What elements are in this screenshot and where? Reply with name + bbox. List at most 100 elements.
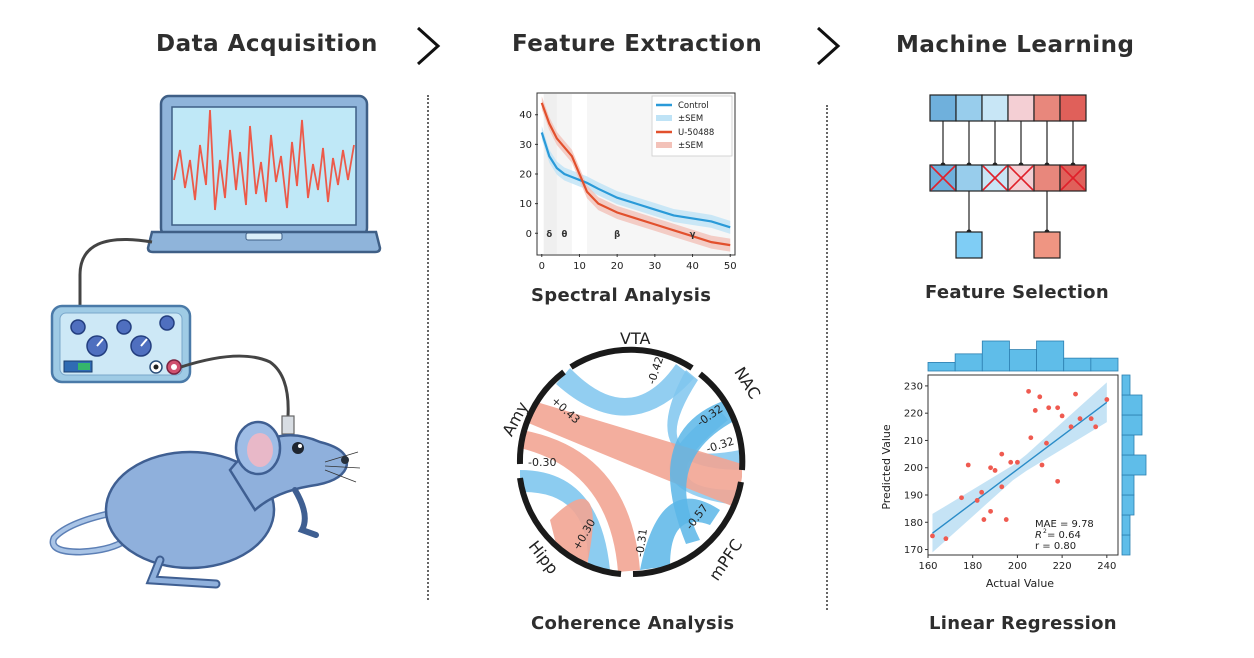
hist-bar bbox=[1063, 357, 1092, 372]
chord-ribbon bbox=[667, 370, 742, 470]
scatter-point bbox=[1046, 405, 1052, 411]
hist-bar bbox=[1121, 534, 1131, 556]
band-label: θ bbox=[561, 230, 567, 240]
hist-bar bbox=[981, 340, 1010, 372]
link-label: -0.30 bbox=[528, 456, 556, 469]
selected-feature bbox=[1033, 231, 1061, 259]
hist-bar bbox=[1009, 349, 1037, 372]
amplifier-icon bbox=[50, 304, 192, 384]
feature-cell bbox=[1033, 164, 1061, 192]
x-tick-label: 10 bbox=[573, 261, 586, 272]
feature-cell bbox=[955, 164, 983, 192]
y-tick-label: 10 bbox=[519, 199, 532, 210]
scatter-point bbox=[979, 489, 985, 495]
scatter-point bbox=[1077, 416, 1083, 422]
scatter-point bbox=[1093, 424, 1099, 430]
scatter-point bbox=[1028, 435, 1034, 441]
y-tick-label: 210 bbox=[904, 436, 923, 447]
scatter-point bbox=[930, 533, 935, 539]
scatter-point bbox=[981, 517, 987, 522]
y-tick-label: 230 bbox=[904, 381, 923, 392]
legend-control-sem: ±SEM bbox=[678, 114, 703, 124]
x-tick-label: 30 bbox=[648, 261, 661, 272]
y-tick-label: 170 bbox=[904, 545, 923, 556]
legend-band-control bbox=[656, 115, 672, 121]
x-axis-label: Actual Value bbox=[986, 577, 1054, 590]
feature-selection-title: Feature Selection bbox=[925, 282, 1109, 303]
feature-cell bbox=[981, 94, 1009, 122]
scatter-point bbox=[988, 508, 993, 514]
x-tick-label: 200 bbox=[1008, 561, 1027, 572]
stat-r2: = 0.64 bbox=[1047, 530, 1081, 541]
stat-r2-prefix: R bbox=[1035, 530, 1042, 541]
x-tick-label: 20 bbox=[611, 261, 624, 272]
node-label-nac: NAC bbox=[730, 364, 764, 403]
hist-bar bbox=[1121, 474, 1135, 496]
x-tick-label: 50 bbox=[724, 261, 737, 272]
hist-bar bbox=[1090, 357, 1119, 372]
node-label-vta: VTA bbox=[620, 329, 650, 348]
y-tick-label: 40 bbox=[519, 110, 532, 121]
node-arc-hipp bbox=[517, 477, 622, 577]
y-tick-label: 180 bbox=[904, 518, 923, 529]
chord-ribbon bbox=[556, 364, 694, 416]
node-arc-amy bbox=[516, 369, 566, 465]
x-tick-label: 0 bbox=[539, 261, 545, 272]
hist-bar bbox=[927, 362, 956, 372]
scatter-point bbox=[1015, 459, 1020, 465]
chord-ribbon bbox=[640, 498, 720, 570]
x-tick-label: 220 bbox=[1053, 561, 1072, 572]
hist-bar bbox=[1121, 414, 1143, 436]
spectral-title: Spectral Analysis bbox=[531, 285, 712, 306]
feature-cell bbox=[1033, 94, 1061, 122]
scatter-point bbox=[959, 495, 964, 501]
stat-mae: MAE = 9.78 bbox=[1035, 519, 1094, 530]
y-tick-label: 220 bbox=[904, 409, 923, 420]
scatter-point bbox=[1032, 408, 1038, 413]
node-arc-nac bbox=[698, 371, 746, 471]
scatter-point bbox=[992, 468, 998, 473]
selected-feature bbox=[955, 231, 983, 259]
x-tick-label: 160 bbox=[918, 561, 937, 572]
coherence-title: Coherence Analysis bbox=[531, 613, 735, 634]
node-arc-vta bbox=[569, 346, 694, 371]
regression-title: Linear Regression bbox=[929, 613, 1117, 634]
y-tick-label: 30 bbox=[519, 140, 532, 151]
band-label: β bbox=[614, 230, 620, 240]
scatter-point bbox=[1068, 424, 1074, 430]
scatter-point bbox=[999, 451, 1005, 457]
stat-r: r = 0.80 bbox=[1035, 541, 1076, 552]
scatter-point bbox=[1044, 440, 1049, 446]
y-tick-label: 0 bbox=[526, 229, 532, 240]
y-tick-label: 190 bbox=[904, 491, 923, 502]
legend-control: Control bbox=[678, 101, 709, 111]
node-arc-mpfc bbox=[632, 481, 744, 577]
feature-cell bbox=[1059, 94, 1087, 122]
stage-title-extraction: Feature Extraction bbox=[512, 31, 763, 57]
mouse-icon bbox=[49, 420, 361, 589]
scatter-point bbox=[1059, 413, 1065, 419]
chord-ribbon bbox=[526, 400, 742, 510]
fit-line bbox=[932, 401, 1108, 534]
divider bbox=[826, 105, 828, 610]
link-label: -0.31 bbox=[633, 528, 650, 558]
scatter-point bbox=[1037, 394, 1043, 400]
scatter-point bbox=[1026, 388, 1031, 394]
hist-bar bbox=[1121, 394, 1143, 416]
acquisition-illustration bbox=[49, 94, 382, 589]
series-line-1 bbox=[540, 102, 731, 247]
hist-bar bbox=[1121, 494, 1135, 516]
y-tick-label: 20 bbox=[519, 170, 532, 181]
chart-legend: Control ±SEM U-50488 ±SEM bbox=[651, 95, 733, 157]
hist-bar bbox=[1121, 374, 1131, 396]
hist-bar bbox=[954, 353, 983, 372]
scatter-point bbox=[974, 498, 980, 503]
y-tick-label: 200 bbox=[904, 463, 923, 474]
scatter-point bbox=[1039, 462, 1045, 468]
chevron-right-icon bbox=[416, 26, 441, 66]
hist-bar bbox=[1121, 454, 1147, 476]
band-label: γ bbox=[690, 230, 696, 240]
legend-treatment: U-50488 bbox=[678, 128, 714, 138]
feature-selection-diagram bbox=[929, 94, 1087, 259]
